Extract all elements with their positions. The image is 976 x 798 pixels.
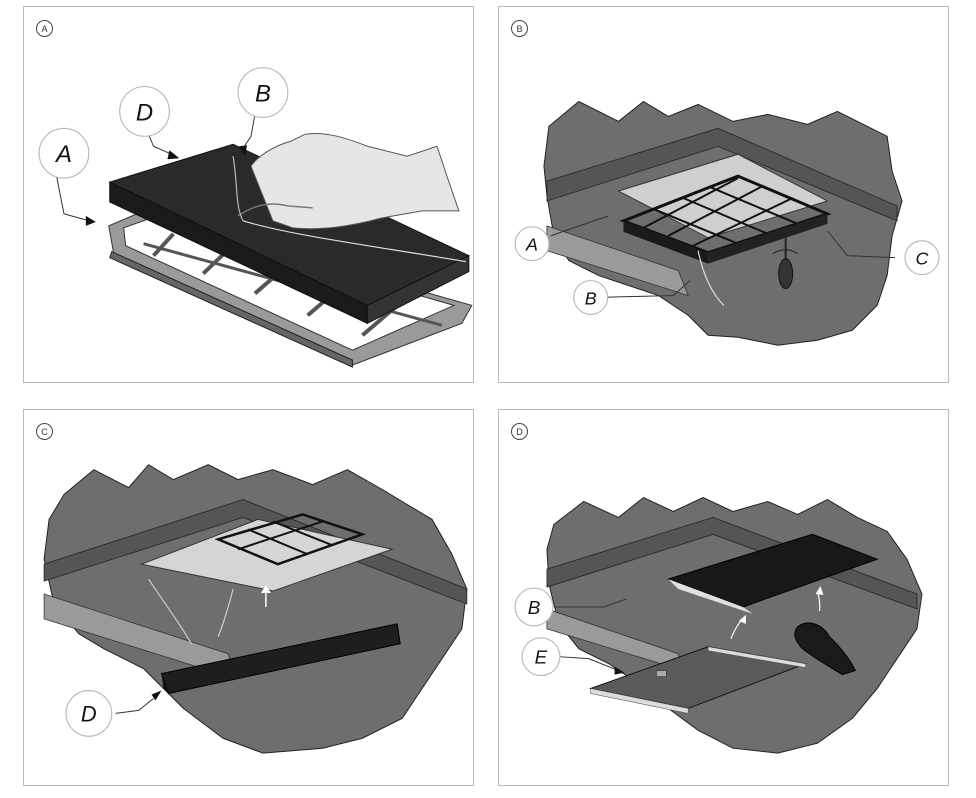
cover-panel xyxy=(588,646,808,714)
step-badge: C xyxy=(36,423,53,440)
callout-d xyxy=(65,689,113,737)
step-badge: D xyxy=(511,423,528,440)
hand xyxy=(794,622,856,676)
callout-b xyxy=(573,279,609,315)
filter-insertion-illustration: D xyxy=(43,464,468,754)
callout-b xyxy=(514,587,554,627)
filter-pad xyxy=(160,623,401,695)
insert-arrow xyxy=(260,585,271,607)
screwdriver xyxy=(772,225,798,289)
step-panel-a: A D B A xyxy=(23,6,474,383)
callout-d xyxy=(119,85,171,137)
callout-a xyxy=(38,127,90,179)
callout-c-label: C xyxy=(915,249,929,269)
cover-installation-illustration: B E xyxy=(514,496,923,754)
callout-c xyxy=(904,240,940,276)
step-panel-c: D C xyxy=(23,409,474,786)
callout-a-label: A xyxy=(54,141,72,168)
callout-e-label: E xyxy=(535,648,548,669)
step-badge: B xyxy=(511,20,528,37)
callout-b xyxy=(237,67,289,119)
protective-foil xyxy=(232,132,466,263)
callout-b-label: B xyxy=(585,288,597,308)
filter-grille xyxy=(214,513,367,566)
step-panel-b: A B C B xyxy=(498,6,949,383)
filter-mounting-illustration: A B C xyxy=(514,100,940,346)
filter-grille xyxy=(619,174,832,264)
step-badge: A xyxy=(36,20,53,37)
callout-b-label: B xyxy=(255,80,271,107)
filter-removal-illustration: A D B xyxy=(38,67,473,368)
callout-a-label: A xyxy=(525,235,538,255)
step-panel-d: B E D xyxy=(498,409,949,786)
callout-d-label: D xyxy=(81,701,97,726)
callout-a xyxy=(514,226,550,262)
callout-e xyxy=(521,637,561,677)
callout-d-label: D xyxy=(136,99,153,126)
callout-b-label: B xyxy=(528,598,541,619)
